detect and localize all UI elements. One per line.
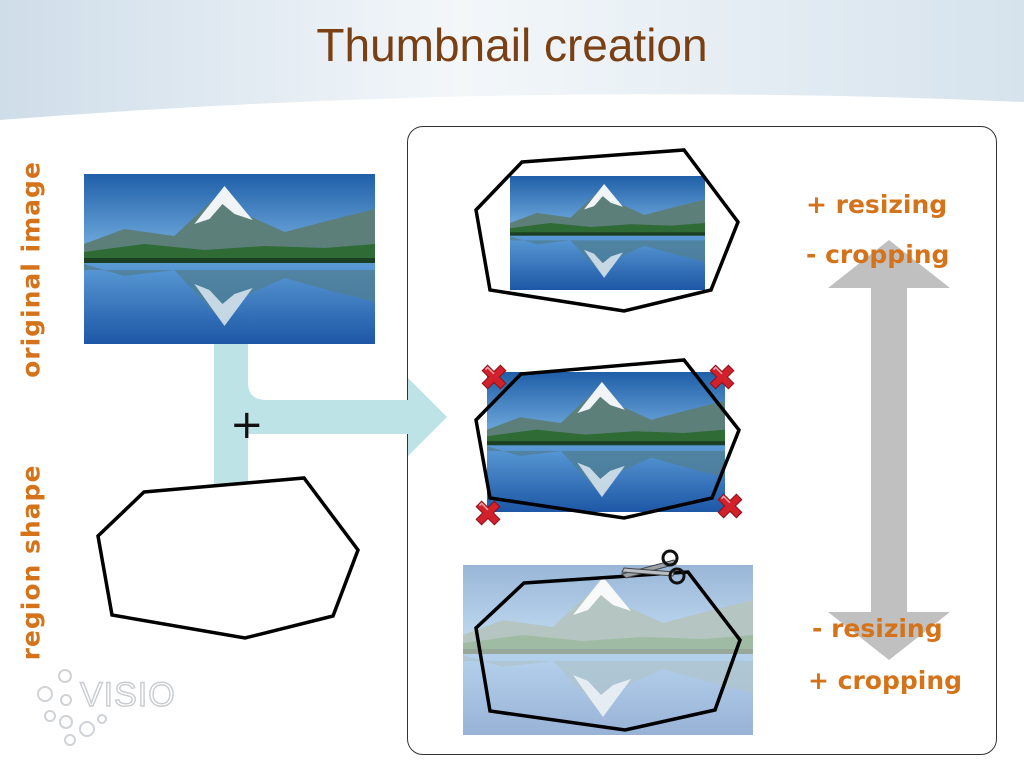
original-image bbox=[84, 174, 375, 344]
slide-title: Thumbnail creation bbox=[316, 19, 708, 71]
note-top-resizing: + resizing bbox=[806, 190, 948, 219]
result-middle bbox=[474, 358, 743, 526]
double-arrow-icon bbox=[828, 240, 950, 660]
visio-logo-icon bbox=[37, 669, 107, 746]
merge-connector bbox=[214, 344, 447, 494]
result-resized bbox=[474, 148, 740, 313]
header-band bbox=[0, 0, 1024, 120]
merge-operator: + bbox=[230, 402, 264, 448]
note-top-cropping: - cropping bbox=[806, 240, 950, 269]
region-shape bbox=[96, 476, 360, 640]
logo-text: VISIO bbox=[79, 675, 176, 714]
result-cropped bbox=[463, 549, 753, 735]
scissors-icon bbox=[621, 549, 686, 585]
note-bottom-cropping: + cropping bbox=[808, 666, 963, 695]
note-bottom-resizing: - resizing bbox=[812, 614, 943, 643]
